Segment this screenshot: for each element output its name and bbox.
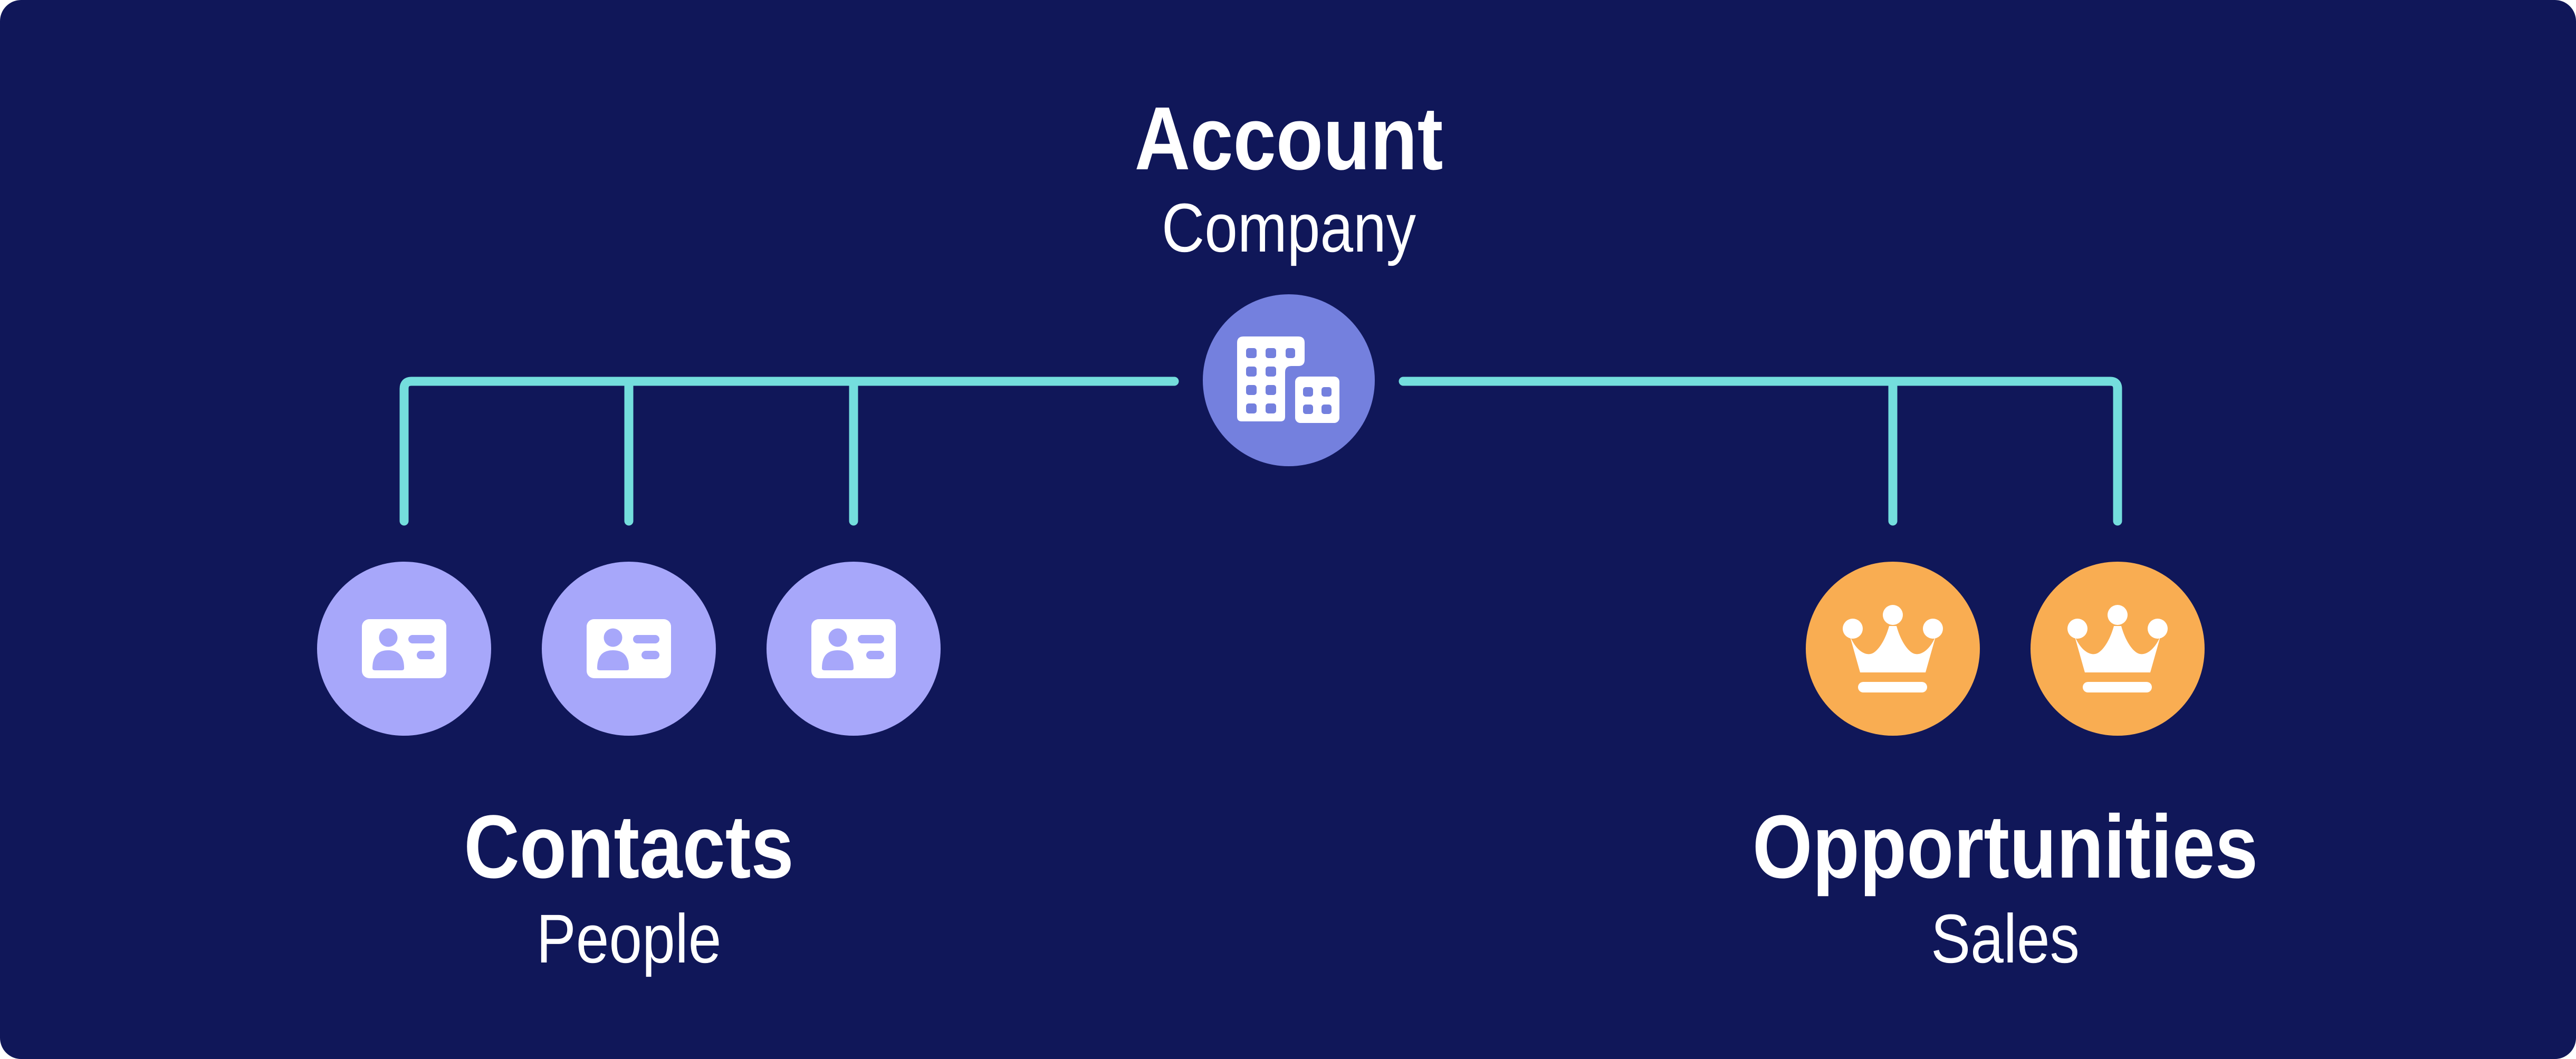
contact-node-1 — [317, 562, 491, 736]
tall-building — [1237, 336, 1305, 421]
id-card-icon — [811, 619, 896, 678]
short-building — [1295, 377, 1339, 423]
id-card-icon — [587, 619, 671, 678]
crown-icon — [2067, 605, 2168, 692]
building-icon — [1237, 336, 1339, 423]
opportunities-title: Opportunities — [1752, 797, 2258, 897]
tall-building-windows — [1246, 348, 1295, 413]
contacts-subtitle: People — [536, 900, 722, 977]
connector-left-branch — [399, 377, 1179, 526]
contact-node-3 — [767, 562, 941, 736]
contact-node-2 — [542, 562, 716, 736]
opportunities-subtitle: Sales — [1931, 900, 2080, 977]
account-node — [1203, 294, 1375, 466]
contacts-title: Contacts — [464, 797, 794, 897]
opportunity-node-1 — [1806, 562, 1980, 736]
opportunity-node-2 — [2031, 562, 2205, 736]
crown-icon — [1843, 605, 1943, 692]
account-title: Account — [1134, 89, 1443, 189]
id-card-icon — [362, 619, 446, 678]
connector-right-branch — [1399, 377, 2122, 526]
account-subtitle: Company — [1161, 189, 1416, 266]
short-building-windows — [1303, 387, 1332, 414]
